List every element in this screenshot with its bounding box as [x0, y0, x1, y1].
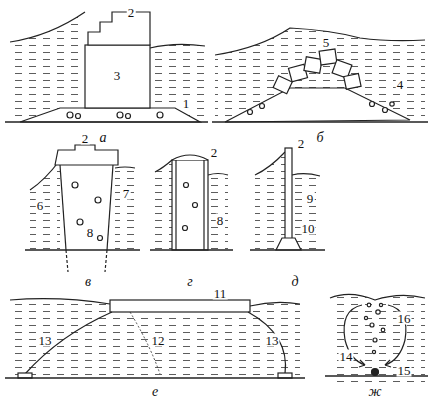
- callout-number: 9: [306, 192, 315, 205]
- callout-number: 13: [38, 334, 53, 347]
- callout-number: 16: [397, 312, 412, 325]
- callout-number: 7: [122, 187, 131, 200]
- callout-number: 3: [113, 69, 122, 82]
- callout-number: 1: [182, 97, 191, 110]
- callout-number: 11: [213, 287, 228, 300]
- callout-number: 14: [339, 350, 354, 363]
- panel-letter: в: [84, 275, 92, 289]
- callout-number: 10: [301, 222, 316, 235]
- panel-letter: д: [290, 275, 299, 289]
- callout-number: 2: [127, 6, 136, 19]
- callout-number: 2: [210, 146, 219, 159]
- panel-letter: г: [186, 275, 193, 289]
- callout-number: 15: [397, 364, 412, 377]
- callout-number: 8: [86, 226, 95, 239]
- callout-number: 12: [151, 334, 166, 347]
- panel-letter: б: [315, 131, 324, 145]
- panel-letter: ж: [367, 385, 382, 399]
- callout-number: 6: [36, 199, 45, 212]
- callout-number: 13: [265, 334, 280, 347]
- callout-number: 2: [81, 132, 90, 145]
- callout-number: 4: [396, 78, 405, 91]
- panel-letter: е: [151, 385, 159, 399]
- callout-number: 2: [297, 137, 306, 150]
- callout-number: 5: [322, 36, 331, 49]
- callout-number: 8: [216, 214, 225, 227]
- panel-letter: а: [99, 131, 108, 145]
